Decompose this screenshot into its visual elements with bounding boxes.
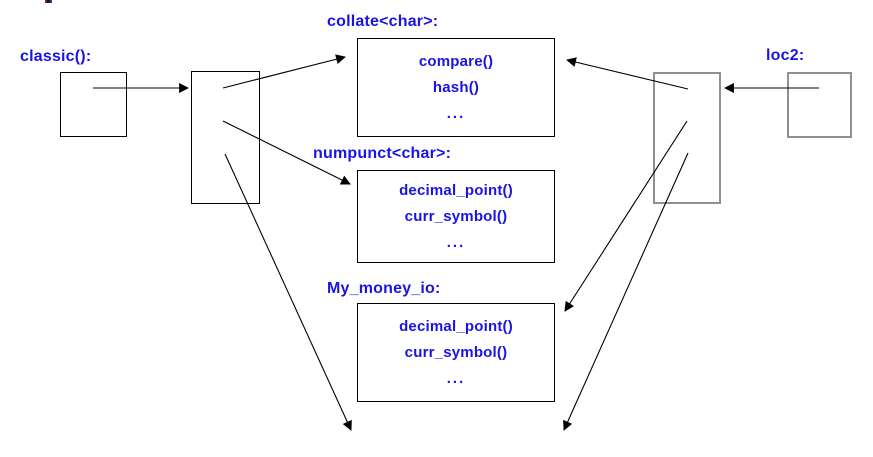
facet-member: curr_symbol(): [404, 343, 508, 361]
facet-member: decimal_point(): [399, 181, 513, 199]
classic-locale-handle-box: [60, 72, 127, 137]
facet-ellipsis: ...: [446, 104, 466, 122]
label-my-money-io: My_money_io:: [327, 280, 441, 297]
facet-member: hash(): [432, 78, 480, 96]
label-loc2: loc2:: [766, 47, 805, 64]
loc2-handle-box: [787, 72, 852, 138]
facet-member: compare(): [418, 52, 494, 70]
collate-facet-box: compare() hash() ...: [357, 38, 555, 137]
numpunct-facet-box: decimal_point() curr_symbol() ...: [357, 170, 555, 263]
facet-ellipsis: ...: [446, 369, 466, 387]
page-edge-artifact: [45, 0, 52, 3]
facet-ellipsis: ...: [446, 233, 466, 251]
facet-member: decimal_point(): [399, 317, 513, 335]
label-classic: classic():: [20, 48, 92, 65]
classic-locale-object-box: [191, 71, 260, 204]
label-collate: collate<char>:: [327, 13, 439, 30]
facet-member: curr_symbol(): [404, 207, 508, 225]
loc2-locale-object-box: [653, 72, 721, 204]
my-money-io-facet-box: decimal_point() curr_symbol() ...: [357, 303, 555, 402]
label-numpunct: numpunct<char>:: [313, 145, 452, 162]
